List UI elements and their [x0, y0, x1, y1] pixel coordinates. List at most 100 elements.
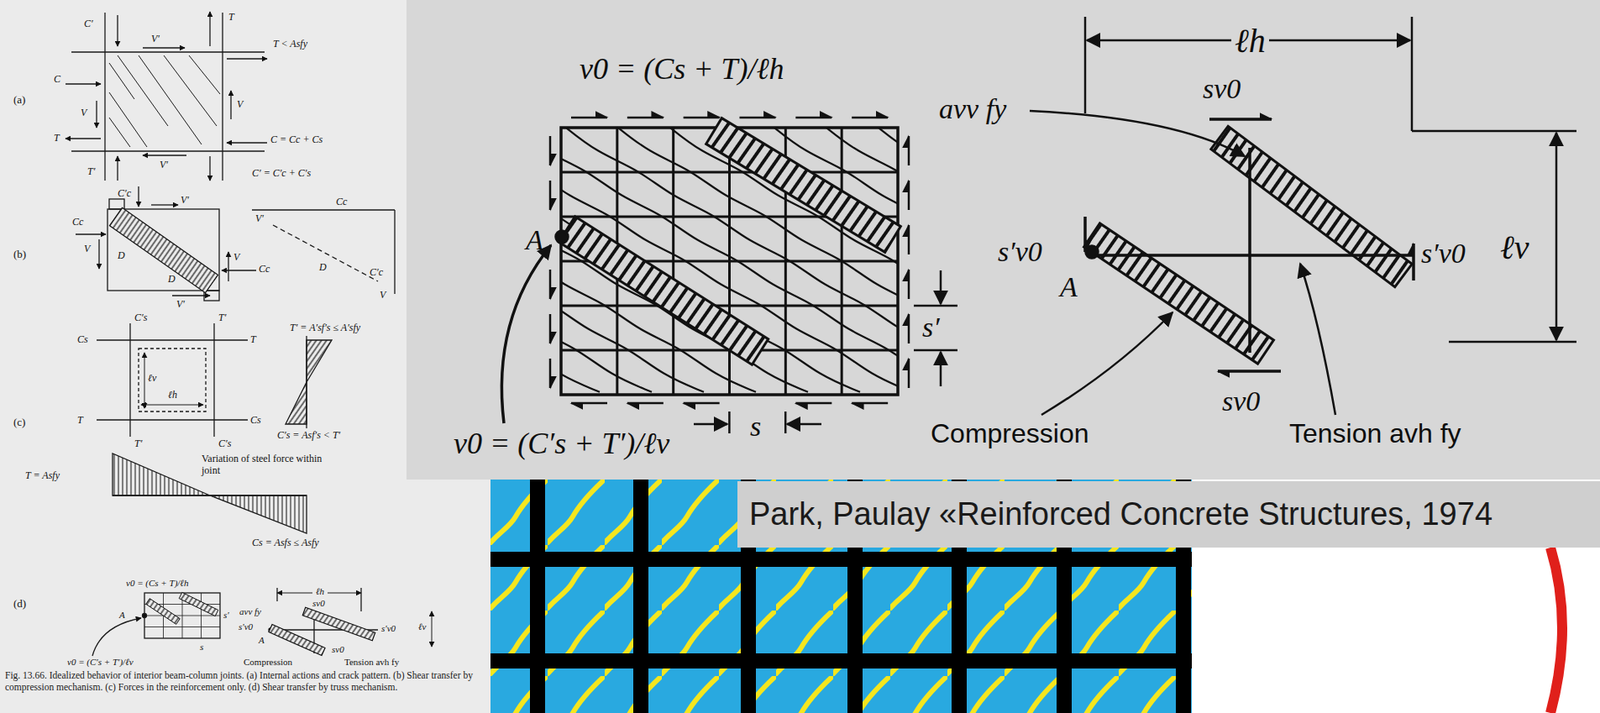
red-arc	[1550, 547, 1563, 713]
force-arrow	[1209, 117, 1272, 121]
figure-label: v0 = (Cs + T)/ℓh	[125, 577, 189, 589]
joint-b-part	[251, 209, 395, 210]
leader-line	[1300, 263, 1336, 415]
strut-part	[558, 216, 768, 365]
stirrup-bar	[1248, 147, 1252, 353]
leader-line	[1029, 110, 1245, 157]
rebar-mesh-picture-part-part	[490, 551, 1192, 567]
title-text: Park, Paulay «Reinforced Concrete Struct…	[749, 496, 1493, 533]
figure-label: s	[750, 409, 761, 443]
shear-arrow-part	[683, 116, 720, 120]
figure-label: V	[83, 243, 90, 256]
leader-line	[1041, 312, 1173, 415]
book-figure	[65, 11, 432, 656]
figure-label: (d)	[13, 598, 27, 611]
figure-label: Cs	[77, 334, 89, 347]
figure-label: s′v0	[1421, 236, 1466, 270]
joint-c	[96, 323, 332, 534]
joint-c-part	[138, 348, 206, 412]
grid-line-part	[561, 304, 898, 308]
joint-a-part	[142, 154, 187, 156]
figure-label: D	[319, 262, 327, 274]
joint-c-part	[112, 453, 210, 496]
rebar-mesh-picture-part-part	[633, 479, 649, 713]
figure-label: Tension avh fy	[1289, 418, 1462, 450]
figure-label: V′	[180, 194, 189, 207]
figure-label: A	[525, 223, 544, 257]
figure-label: Tension avh fy	[344, 656, 399, 668]
joint-c-part	[141, 404, 204, 406]
figure-label: V′	[255, 213, 264, 226]
figure-label: Cs	[250, 414, 262, 427]
figure-label: Compression	[243, 656, 293, 668]
strut-part	[706, 118, 902, 253]
strut-part	[1211, 125, 1412, 287]
joint-a-part	[209, 11, 210, 47]
dimension-s-part	[786, 423, 822, 426]
force-arrow	[1083, 216, 1087, 252]
truss-small-part	[146, 598, 180, 625]
figure-label: C′s	[218, 438, 231, 451]
truss-small-part	[178, 592, 219, 616]
figure-label: V	[233, 251, 240, 264]
figure-label: v0 = (Cs + T)/ℓh	[579, 52, 785, 87]
figure-label: T < Asfy	[272, 38, 308, 51]
dimension-s-part	[784, 411, 787, 434]
figure-label: ℓv	[1500, 228, 1529, 268]
strut-part	[1084, 223, 1275, 364]
figure-label: C′s = Asf′s < T′	[277, 430, 341, 442]
joint-a-part	[71, 51, 265, 53]
figure-label: C′s	[134, 312, 147, 325]
shear-arrow	[550, 117, 909, 404]
joint-b	[75, 186, 395, 301]
joint-a-part	[230, 90, 231, 120]
figure-label: T	[53, 132, 60, 145]
joint-b-part	[75, 233, 106, 235]
truss-small-part	[146, 598, 180, 625]
figure-label: sv0	[331, 644, 345, 656]
joint-a-part	[209, 156, 210, 181]
dimension-lh-part	[1084, 16, 1087, 114]
dimension-lh	[1085, 16, 1412, 132]
figure-label: (a)	[13, 94, 26, 107]
figure-label: T′ = A′sf′s ≤ A′sfy	[289, 322, 361, 335]
dimension-s-prime	[913, 270, 958, 387]
crack-line-part	[875, 127, 898, 393]
figure-label: V	[379, 289, 386, 302]
dimension-lv-part	[1555, 132, 1559, 341]
truss-grid-part	[556, 230, 568, 243]
dimension-s-part	[728, 411, 731, 434]
dimension-lv-part	[1448, 340, 1577, 344]
truss-small-part	[92, 618, 142, 656]
shear-arrow-part	[907, 180, 911, 210]
figure-label: T′	[87, 166, 95, 179]
figure-label: ℓh	[312, 586, 328, 598]
figure-label: C′	[83, 18, 94, 31]
figure-label: C′ = C′c + C′s	[251, 167, 311, 180]
joint-a-part	[226, 57, 268, 59]
truss-small-part	[268, 624, 326, 656]
crack-line-part	[561, 127, 898, 393]
figure-label: s′v0	[381, 623, 396, 635]
shear-arrow-part	[571, 116, 608, 120]
figure-label: C = Cc + Cs	[270, 134, 323, 147]
figure-label: s′	[223, 609, 230, 621]
truss-small-part	[302, 607, 375, 640]
shear-arrow-part	[795, 116, 832, 120]
figure-label: T	[228, 11, 235, 24]
dimension-s-prime-part	[913, 349, 958, 352]
shear-arrow-part	[851, 116, 888, 120]
dimension-s-part	[693, 423, 728, 426]
shear-arrow-part	[907, 358, 911, 389]
truss-small-part	[431, 611, 433, 647]
figure-label: avv fy	[239, 606, 262, 618]
joint-a-part	[65, 83, 101, 84]
figure-label: T′	[134, 438, 142, 451]
figure-label: (b)	[13, 248, 27, 262]
title-banner: Park, Paulay «Reinforced Concrete Struct…	[737, 481, 1600, 548]
figure-label: T = Asfy	[25, 470, 60, 483]
dimension-s-prime-part	[939, 351, 943, 387]
figure-label: sv0	[312, 598, 326, 609]
figure-label: ℓh	[167, 389, 178, 402]
dimension-s-prime-part	[913, 304, 958, 308]
